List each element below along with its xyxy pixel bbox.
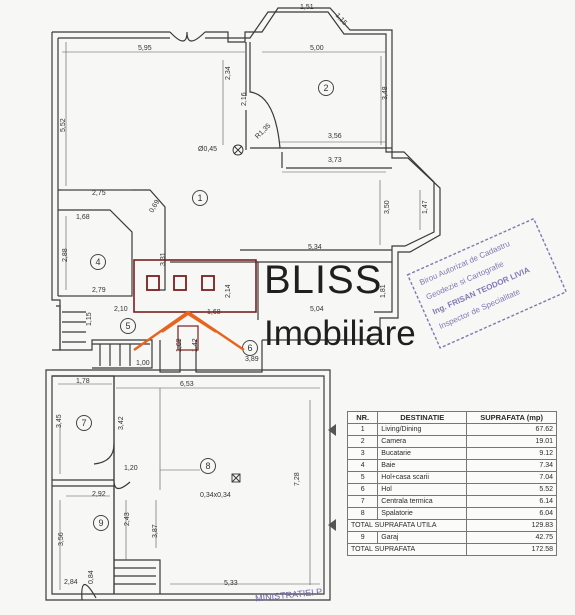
row-name: Garaj [377,531,468,544]
row-name: Spalatorie [377,507,468,520]
row-name: Hol+casa scarii [377,471,468,484]
row-name: Hol [377,483,468,496]
dimension-label: 1,20 [124,465,138,472]
row-nr: 2 [346,435,379,448]
row-nr: 7 [346,495,379,508]
table-header-row: NR. DESTINATIE SUPRAFATA (mp) [346,411,557,424]
dimension-label: 1,68 [76,214,90,221]
row-area: 6.04 [466,507,557,520]
house-logo-icon [133,259,257,351]
total-label: TOTAL SUPRAFATA [346,543,468,556]
dimension-label: 5,00 [310,45,324,52]
dimension-label: 3,50 [384,200,391,214]
dimension-label: 3,48 [382,86,389,100]
logo-text-bliss: BLISS [264,258,383,302]
dimension-label: 2,34 [225,66,232,80]
row-nr: 8 [346,507,379,520]
row-area: 5.52 [466,483,557,496]
dimension-label: 3,42 [118,416,125,430]
row-nr: 1 [346,423,379,436]
row-area: 7.04 [466,471,557,484]
total-useful-label: TOTAL SUPRAFATA UTILA [346,519,468,532]
dimension-label: 1,47 [422,200,429,214]
cadastre-stamp: Birou Autorizat de Cadastru Geodezie si … [394,198,575,396]
row-name: Camera [377,435,468,448]
dimension-label: 2,88 [62,248,69,262]
total-value: 172.58 [466,543,557,556]
row-area: 19.01 [466,435,557,448]
room-number: 7 [76,415,92,431]
row-name: Bucatarie [377,447,468,460]
bliss-logo: BLISS Imobiliare [132,256,462,366]
dimension-label: 1,15 [86,312,93,326]
dimension-label: 5,04 [310,306,324,313]
row-name: Centrala termica [377,495,468,508]
dimension-label: Ø0,45 [198,146,218,153]
room-number: 8 [200,458,216,474]
row-area: 6.14 [466,495,557,508]
stamp-frame-icon [406,217,568,349]
dimension-label: 5,52 [60,118,67,132]
room-number: 9 [93,515,109,531]
dimension-label: 2,84 [64,579,78,586]
row-nr: 9 [346,531,379,544]
dimension-label: 2,43 [124,512,131,526]
row-nr: 4 [346,459,379,472]
dimension-label: 1,51 [300,4,314,11]
logo-text-imobiliare: Imobiliare [264,314,416,353]
column-header-nr: NR. [346,411,379,424]
dimension-label: 2,10 [114,306,128,313]
room-number: 2 [318,80,334,96]
row-area: 7.34 [466,459,557,472]
dimension-label: 5,95 [138,45,152,52]
dimension-label: 3,73 [328,157,342,164]
column-header-destination: DESTINATIE [377,411,468,424]
dimension-label: 1,00 [136,360,150,367]
dimension-label: 3,56 [328,133,342,140]
dimension-label: 2,75 [92,190,106,197]
row-nr: 3 [346,447,379,460]
row-area: 67.62 [466,423,557,436]
row-area: 9.12 [466,447,557,460]
row-nr: 6 [346,483,379,496]
dimension-label: 5,33 [224,580,238,587]
dimension-label: 0,34x0,34 [200,492,231,499]
dimension-label: 0,84 [88,570,95,584]
dimension-label: 1,78 [76,378,90,385]
column-header-area: SUPRAFATA (mp) [466,411,557,424]
total-useful-value: 129.83 [466,519,557,532]
dimension-label: 3,45 [56,414,63,428]
dimension-label: 3,87 [152,524,159,538]
row-nr: 5 [346,471,379,484]
dimension-label: 3,56 [58,532,65,546]
dimension-label: 7,28 [294,472,301,486]
row-name: Baie [377,459,468,472]
room-number: 4 [90,254,106,270]
room-number: 1 [192,190,208,206]
dimension-label: 2,16 [241,92,248,106]
dimension-label: 6,53 [180,381,194,388]
dimension-label: 2,92 [92,491,106,498]
room-number: 5 [120,318,136,334]
dimension-label: 2,79 [92,287,106,294]
dimension-label: 5,34 [308,244,322,251]
row-area: 42.75 [466,531,557,544]
dimension-label: 3,89 [245,356,259,363]
row-name: Living/Dining [377,423,468,436]
